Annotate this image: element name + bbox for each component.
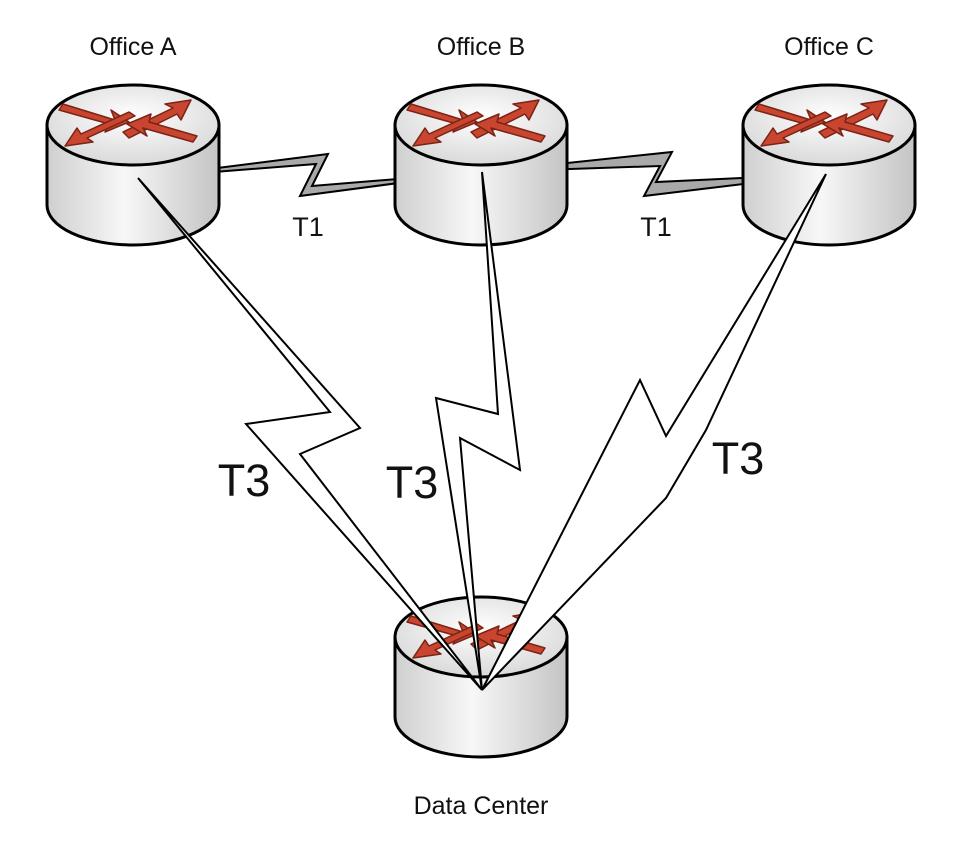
label-link-b-dc: T3 — [386, 457, 439, 508]
router-icon — [741, 83, 917, 247]
t3-link-c-dc — [481, 173, 827, 691]
label-data-center: Data Center — [414, 792, 549, 820]
label-link-a-b: T1 — [292, 212, 324, 242]
router-icon — [45, 83, 221, 247]
label-link-c-dc: T3 — [712, 433, 765, 484]
label-office-c: Office C — [784, 33, 874, 61]
router-icon — [393, 83, 569, 247]
label-link-a-dc: T3 — [218, 455, 271, 506]
label-office-a: Office A — [89, 33, 176, 61]
label-link-b-c: T1 — [640, 212, 672, 242]
router-office-a — [45, 83, 221, 247]
router-office-c — [741, 83, 917, 247]
label-office-b: Office B — [437, 33, 525, 61]
router-office-b — [393, 83, 569, 247]
